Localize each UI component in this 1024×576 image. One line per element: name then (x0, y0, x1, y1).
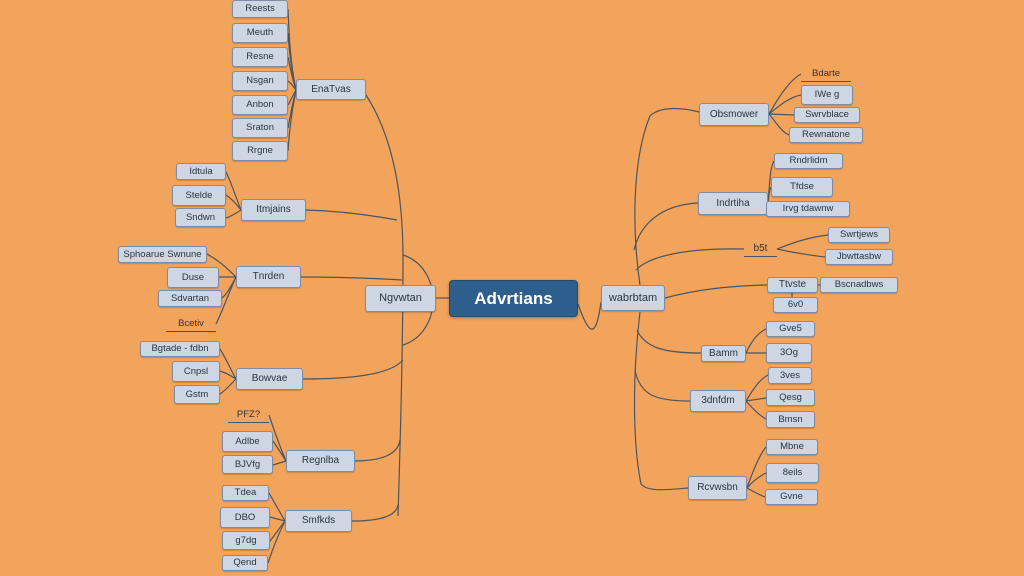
leaf-node[interactable]: Anbon (232, 95, 288, 115)
leaf-node[interactable]: 3ves (768, 367, 812, 384)
leaf-node[interactable]: 8eils (766, 463, 819, 483)
leaf-node[interactable]: Bcetiv (166, 316, 216, 332)
branch-node[interactable]: Smfkds (285, 510, 352, 532)
leaf-node[interactable]: 3Og (766, 343, 812, 363)
branch-node[interactable]: Bamm (701, 345, 746, 362)
leaf-node[interactable]: Resne (232, 47, 288, 67)
hub-node-right[interactable]: wabrbtam (601, 285, 665, 311)
leaf-node[interactable]: 6v0 (773, 297, 818, 313)
leaf-node[interactable]: g7dg (222, 531, 270, 550)
center-node[interactable]: Advrtians (449, 280, 578, 317)
leaf-node[interactable]: Tfdse (771, 177, 833, 197)
leaf-node[interactable]: Mbne (766, 439, 818, 455)
leaf-node[interactable]: Swrtjews (828, 227, 890, 243)
leaf-node[interactable]: BJVfg (222, 455, 273, 474)
leaf-node[interactable]: Gve5 (766, 321, 815, 337)
leaf-node[interactable]: Irvg tdawnw (766, 201, 850, 217)
branch-node[interactable]: Rcvwsbn (688, 476, 747, 500)
branch-node[interactable]: Tnrden (236, 266, 301, 288)
leaf-node[interactable]: Nsgan (232, 71, 288, 91)
leaf-node[interactable]: Rrgne (232, 141, 288, 161)
branch-node[interactable]: EnaTvas (296, 79, 366, 100)
branch-node[interactable]: Ttvste (767, 277, 818, 293)
leaf-node[interactable]: Sphoarue Swnune (118, 246, 207, 263)
leaf-node[interactable]: Bmsn (766, 411, 815, 428)
leaf-node[interactable]: Gstm (174, 385, 220, 404)
leaf-node[interactable]: Sndwn (175, 208, 226, 227)
leaf-node[interactable]: Bscnadbws (820, 277, 898, 293)
leaf-node[interactable]: Rndrlidm (774, 153, 843, 169)
leaf-node[interactable]: Swrvblace (794, 107, 860, 123)
branch-node[interactable]: Indrtiha (698, 192, 768, 215)
branch-node[interactable]: Bowvae (236, 368, 303, 390)
leaf-node[interactable]: Gvne (765, 489, 818, 505)
leaf-node[interactable]: Adlbe (222, 431, 273, 452)
leaf-node[interactable]: DBO (220, 507, 270, 528)
leaf-node[interactable]: Meuth (232, 23, 288, 43)
leaf-node[interactable]: Bgtade - fdbn (140, 341, 220, 357)
leaf-node[interactable]: Duse (167, 267, 219, 288)
leaf-node[interactable]: Jbwttasbw (825, 249, 893, 265)
leaf-node[interactable]: Bdarte (801, 66, 851, 82)
hub-node-left[interactable]: Ngvwtan (365, 285, 436, 312)
leaf-node[interactable]: Cnpsl (172, 361, 220, 382)
branch-node[interactable]: 3dnfdm (690, 390, 746, 412)
leaf-node[interactable]: Tdea (222, 485, 269, 501)
leaf-node[interactable]: PFZ? (228, 407, 269, 423)
leaf-node[interactable]: Rewnatone (789, 127, 863, 143)
leaf-node[interactable]: Reests (232, 0, 288, 18)
leaf-node[interactable]: Sdvartan (158, 290, 222, 307)
branch-node[interactable]: b5t (744, 241, 777, 257)
leaf-node[interactable]: Idtula (176, 163, 226, 180)
leaf-node[interactable]: Sraton (232, 118, 288, 138)
leaf-node[interactable]: Qesg (766, 389, 815, 406)
branch-node[interactable]: Itmjains (241, 199, 306, 221)
leaf-node[interactable]: IWe g (801, 85, 853, 105)
branch-node[interactable]: Regnlba (286, 450, 355, 472)
leaf-node[interactable]: Qend (222, 555, 268, 571)
branch-node[interactable]: Obsmower (699, 103, 769, 126)
leaf-node[interactable]: Stelde (172, 185, 226, 206)
